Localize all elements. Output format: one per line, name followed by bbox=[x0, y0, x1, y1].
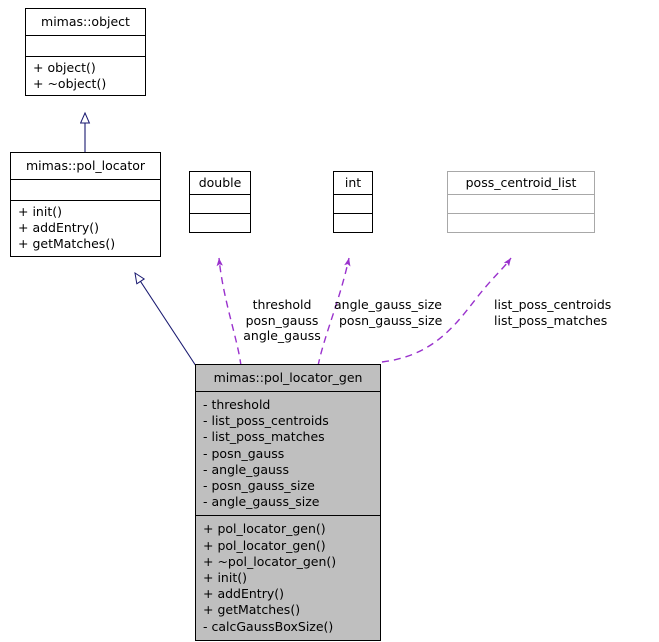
class-attributes-double bbox=[190, 194, 250, 213]
class-name-int: int bbox=[344, 175, 362, 190]
class-methods-int bbox=[334, 213, 372, 232]
class-box-object[interactable]: mimas::object + object() + ~object() bbox=[25, 8, 146, 97]
member-item: + addEntry() bbox=[18, 220, 99, 236]
class-name-pol_locator: mimas::pol_locator bbox=[25, 158, 146, 173]
class-box-poss_centroid_list[interactable]: poss_centroid_list bbox=[447, 171, 595, 233]
class-methods-pol_locator_gen: + pol_locator_gen() + pol_locator_gen() … bbox=[196, 515, 380, 639]
member-item: - calcGaussBoxSize() bbox=[203, 618, 334, 634]
member-item: - posn_gauss bbox=[203, 445, 285, 461]
member-item: + getMatches() bbox=[203, 602, 301, 618]
edge-label-line: angle_gauss bbox=[243, 328, 321, 343]
class-attributes-pol_locator_gen: - threshold - list_poss_centroids - list… bbox=[196, 391, 380, 515]
edge-label-line: list_poss_centroids bbox=[494, 297, 612, 312]
member-item: - angle_gauss bbox=[203, 461, 289, 477]
class-attributes-pol_locator bbox=[11, 179, 160, 200]
class-box-pol_locator[interactable]: mimas::pol_locator + init() + addEntry()… bbox=[10, 152, 161, 257]
edge-label-line: list_poss_matches bbox=[494, 312, 608, 328]
class-methods-pol_locator: + init() + addEntry() + getMatches() bbox=[11, 200, 160, 256]
class-box-pol_locator_gen[interactable]: mimas::pol_locator_gen - threshold - lis… bbox=[195, 364, 381, 641]
class-box-int[interactable]: int bbox=[333, 171, 373, 233]
edge-label-centroid-usage: list_poss_centroids list_poss_matches bbox=[494, 297, 611, 328]
member-item: + pol_locator_gen() bbox=[203, 537, 326, 553]
member-item: - posn_gauss_size bbox=[203, 478, 315, 494]
class-methods-object: + object() + ~object() bbox=[26, 56, 145, 95]
class-name-double: double bbox=[198, 175, 242, 190]
member-item: - angle_gauss_size bbox=[203, 494, 320, 510]
edge-label-line: threshold bbox=[252, 297, 312, 312]
class-methods-double bbox=[190, 213, 250, 232]
member-item: - list_poss_centroids bbox=[203, 413, 329, 429]
member-item: + init() bbox=[18, 204, 62, 219]
class-name-object: mimas::object bbox=[41, 14, 130, 29]
edge-label-line: posn_gauss_size bbox=[339, 312, 443, 328]
member-item: - threshold bbox=[203, 397, 271, 412]
edge-pol_locator_gen-to-pol_locator bbox=[135, 273, 197, 367]
edge-label-line: posn_gauss bbox=[245, 312, 319, 328]
member-item: + addEntry() bbox=[203, 586, 284, 602]
member-item: + pol_locator_gen() bbox=[203, 521, 326, 537]
member-item: + object() bbox=[33, 60, 96, 75]
member-item: + init() bbox=[203, 570, 247, 586]
edge-label-line: angle_gauss_size bbox=[334, 297, 442, 312]
class-name-pol_locator_gen: mimas::pol_locator_gen bbox=[213, 370, 363, 385]
member-item: - list_poss_matches bbox=[203, 429, 325, 445]
class-name-poss_centroid_list: poss_centroid_list bbox=[465, 175, 577, 190]
member-item: + getMatches() bbox=[18, 236, 116, 252]
class-methods-poss_centroid_list bbox=[448, 213, 594, 232]
edge-label-int-usage: angle_gauss_size posn_gauss_size bbox=[334, 297, 442, 328]
member-item: + ~object() bbox=[33, 76, 107, 92]
edge-label-double-usage: threshold posn_gauss angle_gauss bbox=[236, 297, 328, 344]
class-attributes-poss_centroid_list bbox=[448, 194, 594, 213]
class-attributes-int bbox=[334, 194, 372, 213]
member-item: + ~pol_locator_gen() bbox=[203, 553, 337, 569]
class-box-double[interactable]: double bbox=[189, 171, 251, 233]
class-attributes-object bbox=[26, 35, 145, 56]
